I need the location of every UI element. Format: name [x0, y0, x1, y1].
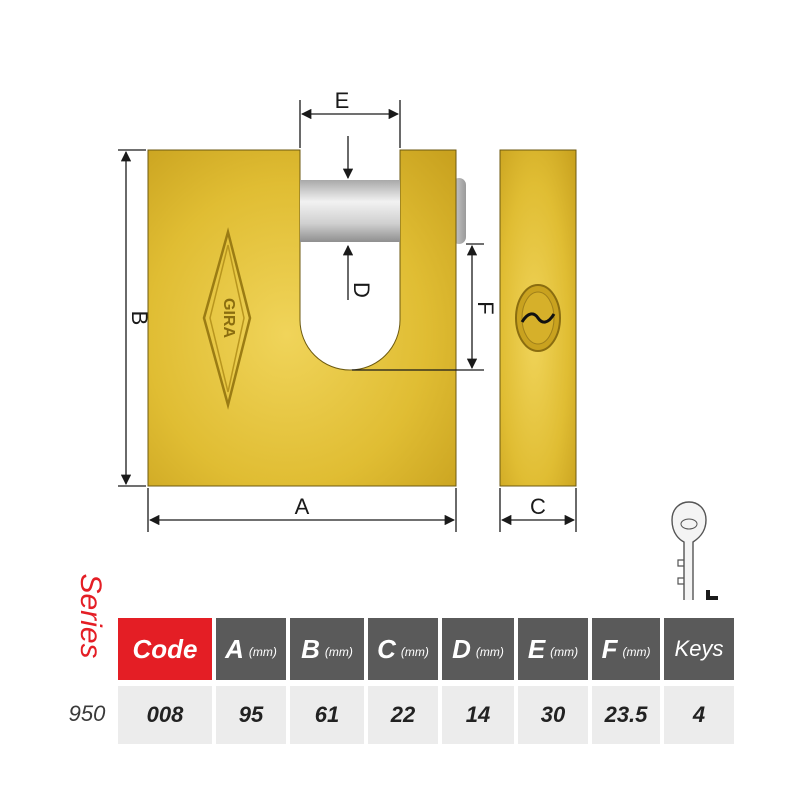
value-a: 95: [216, 686, 286, 744]
header-e-unit: (mm): [550, 645, 579, 659]
dimension-a: A: [147, 488, 457, 532]
value-code: 008: [118, 686, 212, 744]
padlock-dimension-diagram: GIRA A B C D E: [118, 88, 718, 600]
dimension-d-label: D: [349, 282, 374, 298]
header-keys: Keys: [664, 618, 734, 680]
header-f-unit: (mm): [622, 645, 651, 659]
header-d: D (mm): [442, 618, 514, 680]
dimension-a-label: A: [295, 494, 310, 519]
header-a-unit: (mm): [248, 645, 277, 659]
dimension-c: C: [499, 488, 577, 532]
header-a: A (mm): [216, 618, 286, 680]
dimension-e: E: [299, 88, 401, 148]
header-a-label: A: [225, 633, 244, 664]
header-d-unit: (mm): [475, 645, 504, 659]
gira-logo: GIRA: [202, 227, 252, 410]
header-b-label: B: [301, 633, 320, 664]
value-e: 30: [518, 686, 588, 744]
header-code-label: Code: [132, 633, 198, 664]
shackle-bar: [300, 180, 400, 242]
keyhole-icon: [515, 284, 561, 352]
dimension-e-label: E: [335, 88, 350, 113]
header-c-unit: (mm): [400, 645, 429, 659]
value-f: 23.5: [592, 686, 660, 744]
header-e-label: E: [527, 633, 546, 664]
dimension-b-label: B: [127, 311, 152, 326]
value-d: 14: [442, 686, 514, 744]
series-number: 950: [68, 701, 106, 726]
gira-logo-text: GIRA: [220, 298, 237, 338]
header-f: F (mm): [592, 618, 660, 680]
header-b-unit: (mm): [324, 645, 353, 659]
header-keys-label: Keys: [674, 636, 724, 661]
header-c: C (mm): [368, 618, 438, 680]
header-e: E (mm): [518, 618, 588, 680]
padlock-body-front: [147, 149, 457, 487]
header-code: Code: [118, 618, 212, 680]
value-c: 22: [368, 686, 438, 744]
dimension-d: D: [342, 136, 374, 300]
dimension-f-label: F: [473, 301, 498, 314]
dimension-c-label: C: [530, 494, 546, 519]
header-d-label: D: [452, 633, 471, 664]
spec-table: Code A (mm) B (mm) C (mm) D (mm) E (mm) F (mm)…: [118, 618, 734, 744]
value-keys: 4: [664, 686, 734, 744]
dimension-b: B: [118, 149, 152, 487]
key-icon: [671, 501, 718, 600]
header-b: B (mm): [290, 618, 364, 680]
value-b: 61: [290, 686, 364, 744]
dimension-f: F: [352, 243, 498, 371]
header-c-label: C: [377, 633, 396, 664]
header-f-label: F: [601, 633, 618, 664]
